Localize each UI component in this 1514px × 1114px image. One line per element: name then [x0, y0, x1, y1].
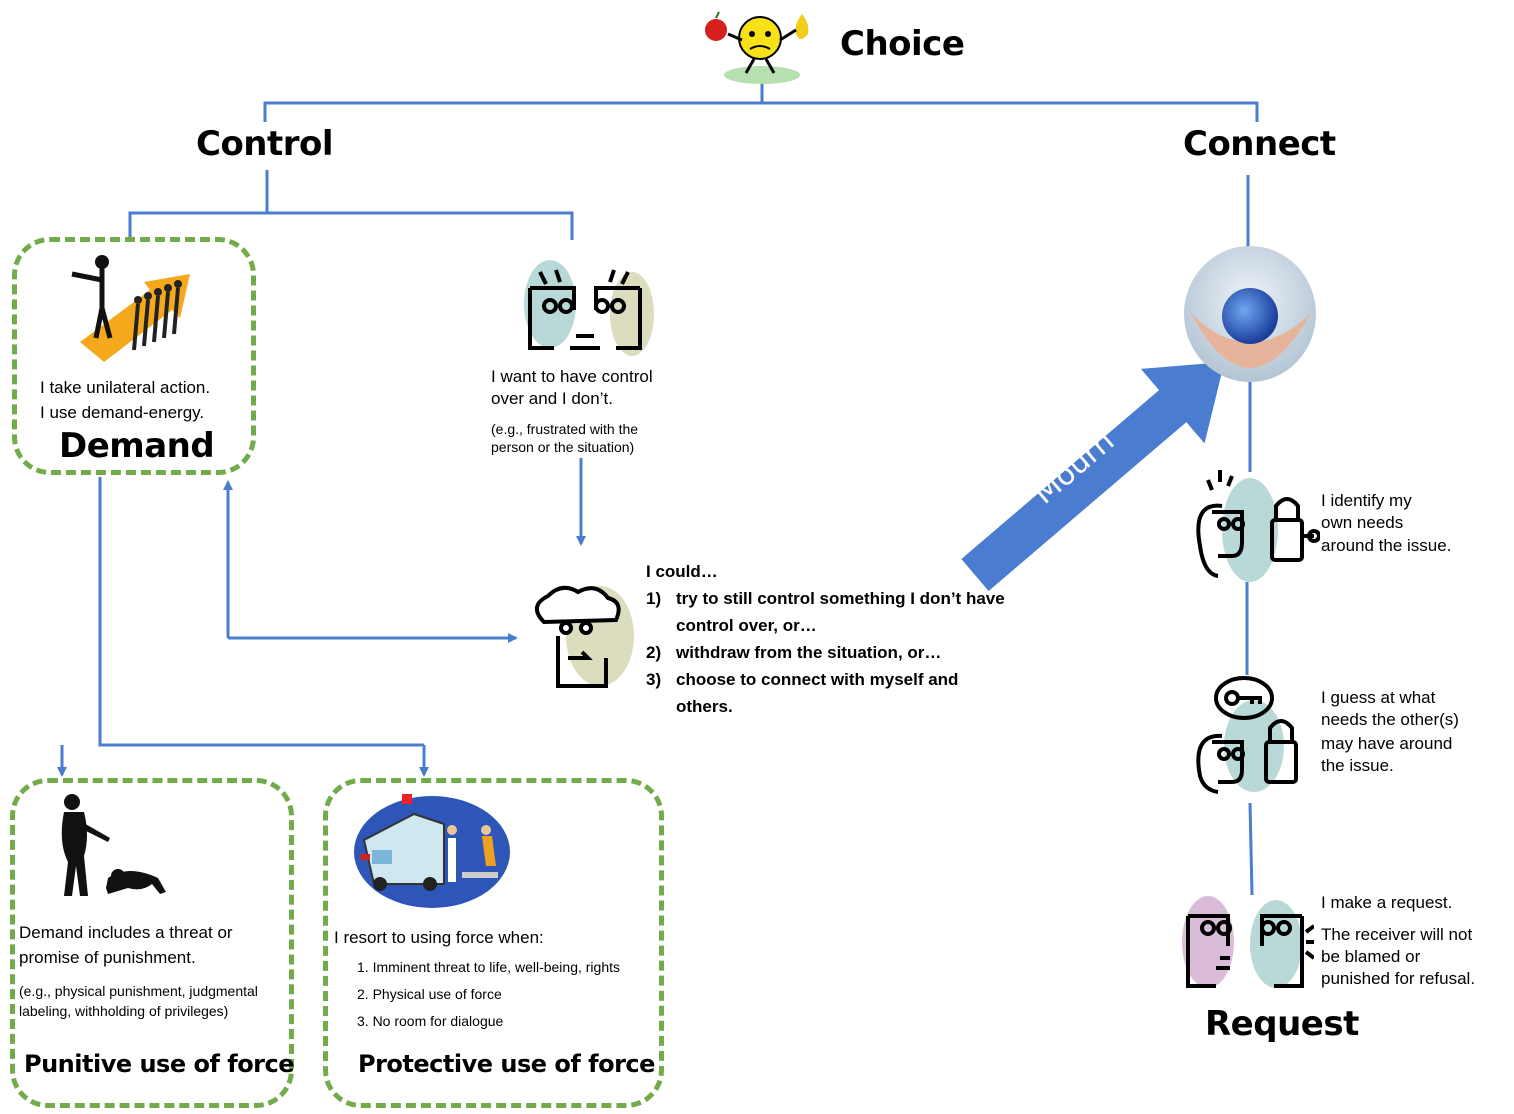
own-needs-line-1: I identify my: [1321, 491, 1412, 510]
protective-box: [323, 778, 664, 1108]
choice-title: Choice: [840, 24, 965, 64]
demand-down-connector: [98, 477, 424, 747]
own-needs-line-3: around the issue.: [1321, 536, 1452, 555]
protective-item-3: 3. No room for dialogue: [357, 1013, 504, 1029]
punitive-line-2: promise of punishment.: [19, 948, 196, 967]
nocontrol-note-1: (e.g., frustrated with the: [491, 421, 639, 437]
demand-title: Demand: [59, 426, 215, 466]
control-connector: [128, 170, 574, 240]
protective-title: Protective use of force: [358, 1050, 655, 1078]
punitive-title: Punitive use of force: [24, 1050, 295, 1078]
hands-holding-globe-icon: [1184, 246, 1316, 382]
connect-title: Connect: [1183, 124, 1336, 164]
two-faces-talking-icon: [1182, 896, 1314, 988]
face-with-lock-icon: [1196, 470, 1320, 582]
thinking-face-icon: [535, 585, 634, 688]
others-needs-line-2: needs the other(s): [1321, 710, 1459, 729]
person-scolding-kneeling-person-icon: [61, 794, 166, 896]
punitive-note-2: labeling, withholding of privileges): [19, 1003, 229, 1019]
leader-pointing-arrow-icon: [71, 255, 190, 362]
could-option-1: 1)try to still control something I don’t…: [646, 589, 1005, 635]
control-title: Control: [196, 124, 334, 164]
demand-box: [12, 237, 256, 475]
own-needs-line-2: own needs: [1321, 513, 1404, 532]
mourn-arrow: [961, 361, 1225, 591]
punitive-box: [10, 778, 294, 1108]
choice-connector: [263, 84, 1259, 122]
request-line-2: The receiver will not: [1321, 925, 1473, 944]
request-line-4: punished for refusal.: [1321, 969, 1476, 988]
demand-line-2: I use demand-energy.: [40, 403, 205, 422]
protective-list: 1. Imminent threat to life, well-being, …: [357, 954, 620, 1035]
connect-connector: [1245, 175, 1254, 896]
others-needs-line-3: may have around: [1321, 734, 1453, 753]
demand-line-1: I take unilateral action.: [40, 378, 211, 397]
protective-intro: I resort to using force when:: [334, 928, 544, 947]
request-title: Request: [1205, 1004, 1359, 1044]
could-options: 1)try to still control something I don’t…: [646, 585, 1006, 720]
protective-item-1: 1. Imminent threat to life, well-being, …: [357, 959, 621, 975]
nocontrol-line-2: over and I don’t.: [491, 389, 613, 408]
two-frustrated-faces-icon: [524, 260, 654, 356]
request-line-1: I make a request.: [1321, 893, 1453, 912]
could-option-2: 2)withdraw from the situation, or…: [646, 643, 942, 662]
choosing-face-apple-pear-icon: [705, 11, 809, 84]
request-line-3: be blamed or: [1321, 947, 1421, 966]
ambulance-rescue-icon: [354, 794, 510, 908]
others-needs-line-4: the issue.: [1321, 756, 1394, 775]
nocontrol-line-1: I want to have control: [491, 367, 653, 386]
face-with-key-lock-icon: [1196, 676, 1298, 794]
nocontrol-note-2: person or the situation): [491, 439, 635, 455]
punitive-note-1: (e.g., physical punishment, judgmental: [19, 983, 258, 999]
protective-item-2: 2. Physical use of force: [357, 986, 502, 1002]
others-needs-line-1: I guess at what: [1321, 688, 1436, 707]
could-intro: I could…: [646, 562, 718, 581]
punitive-line-1: Demand includes a threat or: [19, 923, 233, 942]
could-option-3: 3)choose to connect with myself and othe…: [646, 670, 959, 716]
